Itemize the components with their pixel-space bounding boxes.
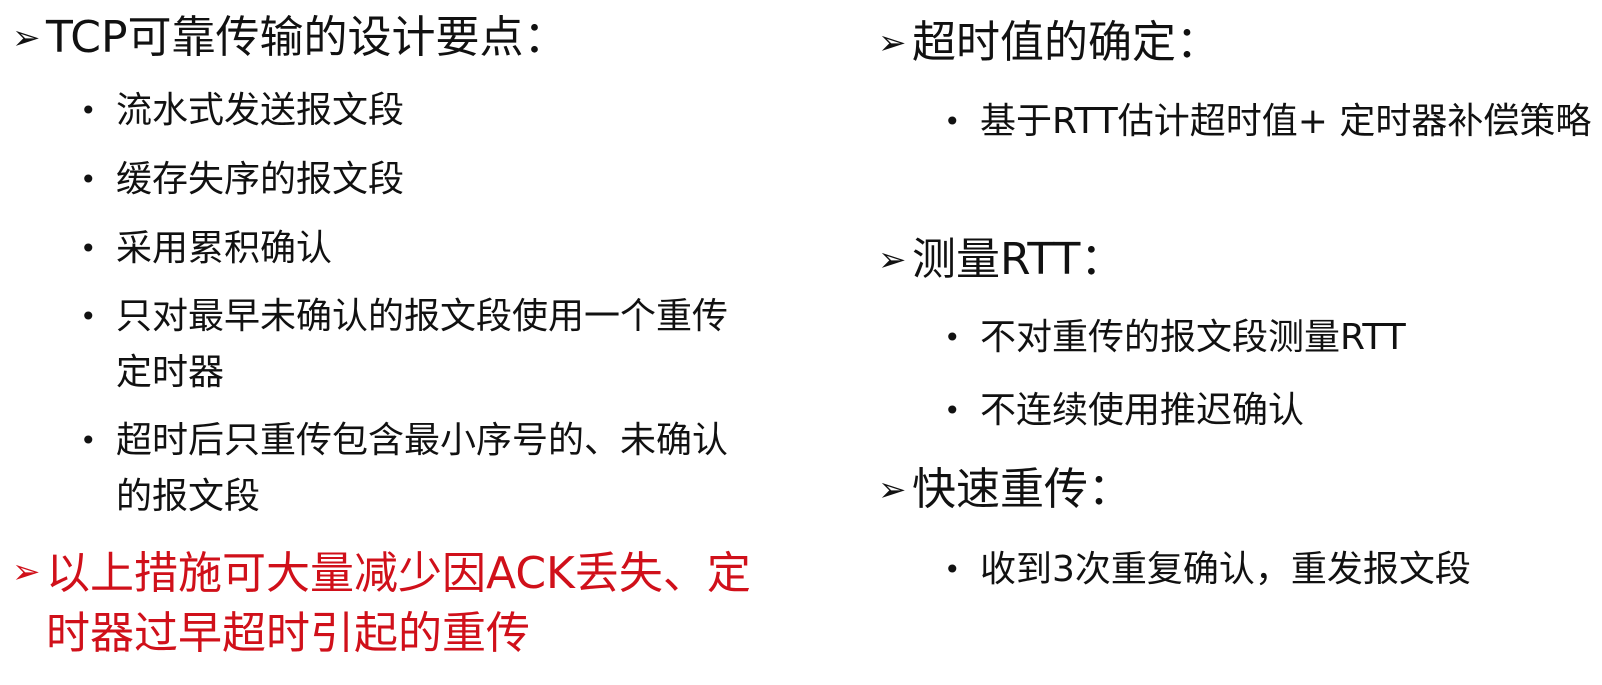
list-item-text: 基于RTT估计超时值+ 定时器补偿策略	[980, 101, 1592, 142]
list-item: • 不对重传的报文段测量RTT	[944, 310, 1600, 366]
list-item-text: 不对重传的报文段测量RTT	[980, 317, 1406, 358]
heading-text: 测量RTT：	[912, 234, 1125, 285]
list-item-text: 只对最早未确认的报文段使用一个重传定时器	[116, 296, 729, 393]
bullet-dot-icon: •	[944, 553, 961, 586]
list-item: • 超时后只重传包含最小序号的、未确认的报文段	[80, 413, 760, 525]
heading-text: TCP可靠传输的设计要点：	[46, 12, 568, 63]
list-item-text: 缓存失序的报文段	[116, 159, 405, 200]
list-item-text: 不连续使用推迟确认	[980, 390, 1305, 431]
arrow-bullet-icon: ➢	[12, 18, 41, 58]
list-item: • 收到3次重复确认，重发报文段	[944, 542, 1600, 598]
bullet-dot-icon: •	[944, 394, 961, 427]
timeout-heading: ➢ 超时值的确定：	[878, 15, 1220, 71]
list-item: • 缓存失序的报文段	[80, 152, 760, 208]
list-item-text: 流水式发送报文段	[116, 90, 405, 131]
bullet-dot-icon: •	[80, 163, 97, 196]
list-item: • 流水式发送报文段	[80, 83, 760, 139]
list-item: • 基于RTT估计超时值+ 定时器补偿策略	[944, 94, 1600, 150]
list-item-text: 收到3次重复确认，重发报文段	[980, 549, 1471, 590]
fast-retransmit-heading: ➢ 快速重传：	[878, 462, 1132, 518]
arrow-bullet-icon: ➢	[12, 552, 41, 592]
conclusion-text: 以上措施可大量减少因ACK丢失、定时器过早超时引起的重传	[46, 548, 751, 659]
list-item: • 采用累积确认	[80, 221, 760, 277]
bullet-dot-icon: •	[80, 232, 97, 265]
heading-text: 快速重传：	[912, 464, 1132, 515]
bullet-dot-icon: •	[944, 105, 961, 138]
bullet-dot-icon: •	[944, 321, 961, 354]
measure-rtt-heading: ➢ 测量RTT：	[878, 232, 1124, 288]
list-item: • 只对最早未确认的报文段使用一个重传定时器	[80, 289, 760, 401]
bullet-dot-icon: •	[80, 94, 97, 127]
list-item: • 不连续使用推迟确认	[944, 383, 1600, 439]
list-item-text: 采用累积确认	[116, 228, 333, 269]
bullet-dot-icon: •	[80, 424, 97, 457]
list-item-text: 超时后只重传包含最小序号的、未确认的报文段	[116, 420, 729, 517]
heading-text: 超时值的确定：	[912, 17, 1220, 68]
arrow-bullet-icon: ➢	[878, 240, 907, 280]
conclusion-heading: ➢ 以上措施可大量减少因ACK丢失、定时器过早超时引起的重传	[12, 544, 772, 664]
design-points-heading: ➢ TCP可靠传输的设计要点：	[12, 10, 568, 66]
arrow-bullet-icon: ➢	[878, 23, 907, 63]
arrow-bullet-icon: ➢	[878, 470, 907, 510]
bullet-dot-icon: •	[80, 300, 97, 333]
